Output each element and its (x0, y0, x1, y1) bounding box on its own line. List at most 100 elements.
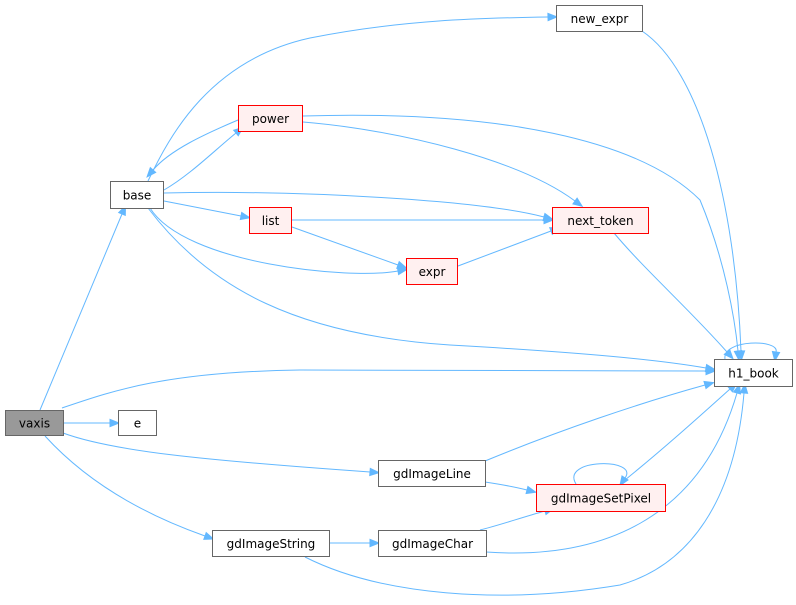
edge-line (163, 200, 242, 217)
node-gdImageLine[interactable]: gdImageLine (378, 460, 486, 487)
node-box (5, 410, 64, 436)
node-label: vaxis (19, 417, 50, 431)
edge-base-to-new_expr (147, 12, 559, 182)
edge-expr-to-next_token (457, 227, 561, 267)
edge-line (304, 392, 745, 596)
node-next_token[interactable]: next_token (552, 207, 649, 234)
edge-vaxis-to-h1_book (61, 366, 717, 409)
edge-line (484, 481, 528, 491)
edge-line (302, 121, 576, 202)
node-base[interactable]: base (110, 181, 164, 209)
edge-gdImageLine-to-gdImageSetPixel (484, 481, 537, 495)
node-label: gdImageChar (392, 537, 473, 551)
call-graph-edges (39, 12, 781, 596)
edge-power-to-base (146, 119, 239, 178)
arrowhead (203, 531, 215, 540)
node-box (556, 5, 643, 32)
arrowhead (547, 12, 559, 22)
node-label: gdImageString (227, 537, 316, 551)
edge-line (291, 226, 399, 266)
arrowhead (369, 538, 381, 548)
edge-power-to-h1_book (302, 114, 743, 362)
edge-line (163, 191, 545, 218)
edge-gdImageSetPixel-to-h1_book (619, 382, 738, 485)
arrowhead (771, 350, 781, 363)
edge-list-to-expr (291, 226, 408, 269)
arrowhead (396, 260, 408, 269)
node-box (406, 258, 458, 285)
edge-gdImageString-to-gdImageChar (329, 538, 381, 548)
edge-gdImageSetPixel-to-gdImageSetPixel (573, 463, 629, 487)
edge-line (613, 232, 728, 353)
node-box (238, 105, 303, 132)
node-expr[interactable]: expr (406, 258, 458, 285)
node-label: gdImageLine (393, 467, 471, 481)
edge-line (39, 213, 123, 411)
edge-line (457, 230, 552, 267)
arrowhead (369, 467, 381, 477)
edge-line (149, 207, 399, 274)
edge-line (619, 388, 731, 485)
edge-line (573, 463, 628, 485)
arrowhead (543, 215, 555, 225)
arrowhead (619, 475, 629, 487)
edge-h1_book-to-h1_book (724, 342, 781, 363)
edge-new_expr-to-h1_book (641, 30, 746, 362)
node-label: e (134, 417, 141, 431)
node-box (536, 484, 666, 512)
edge-vaxis-to-e (63, 418, 121, 428)
edge-vaxis-to-base (39, 204, 127, 411)
node-label: power (252, 112, 289, 126)
edge-line (163, 132, 237, 191)
arrowhead (704, 363, 717, 373)
node-box (118, 410, 157, 436)
node-label: next_token (567, 214, 633, 228)
node-box (378, 530, 487, 557)
edge-line (484, 384, 706, 462)
node-box (110, 181, 164, 209)
arrowhead (525, 485, 537, 495)
edge-line (641, 30, 742, 352)
node-label: base (123, 189, 152, 203)
node-label: new_expr (571, 12, 629, 26)
arrowhead (109, 418, 121, 428)
arrowhead (736, 350, 746, 362)
node-list[interactable]: list (249, 207, 292, 234)
arrowhead (239, 211, 252, 221)
arrowhead (572, 197, 584, 208)
node-gdImageChar[interactable]: gdImageChar (378, 530, 487, 557)
edge-line (147, 16, 549, 182)
edge-line (485, 392, 738, 554)
edge-line (44, 435, 206, 537)
edge-vaxis-to-gdImageLine (62, 432, 381, 477)
arrowhead (739, 382, 749, 394)
edge-line (152, 119, 239, 171)
edge-next_token-to-h1_book (613, 232, 734, 360)
edge-line (479, 510, 546, 531)
edge-base-to-power (163, 126, 245, 191)
node-new_expr[interactable]: new_expr (556, 5, 643, 32)
edge-base-to-list (163, 200, 252, 221)
node-box (212, 530, 330, 557)
node-power[interactable]: power (238, 105, 303, 132)
edge-gdImageString-to-h1_book (304, 382, 749, 596)
node-label: expr (419, 265, 446, 279)
edge-vaxis-to-gdImageString (44, 435, 215, 540)
node-e[interactable]: e (118, 410, 157, 436)
edge-base-to-next_token (163, 191, 554, 222)
node-gdImageString[interactable]: gdImageString (212, 530, 330, 557)
edge-base-to-h1_book (147, 207, 717, 373)
edge-gdImageChar-to-h1_book (485, 383, 742, 554)
node-h1_book[interactable]: h1_book (714, 359, 793, 387)
edge-power-to-next_token (302, 121, 584, 208)
node-gdImageSetPixel[interactable]: gdImageSetPixel (536, 484, 666, 512)
node-vaxis[interactable]: vaxis (5, 410, 64, 436)
node-label: h1_book (728, 367, 779, 381)
edge-gdImageLine-to-h1_book (484, 380, 715, 462)
arrowhead (703, 380, 715, 390)
node-label: list (262, 214, 280, 228)
node-label: gdImageSetPixel (551, 492, 651, 506)
node-box (249, 207, 292, 234)
edge-line (302, 114, 739, 352)
